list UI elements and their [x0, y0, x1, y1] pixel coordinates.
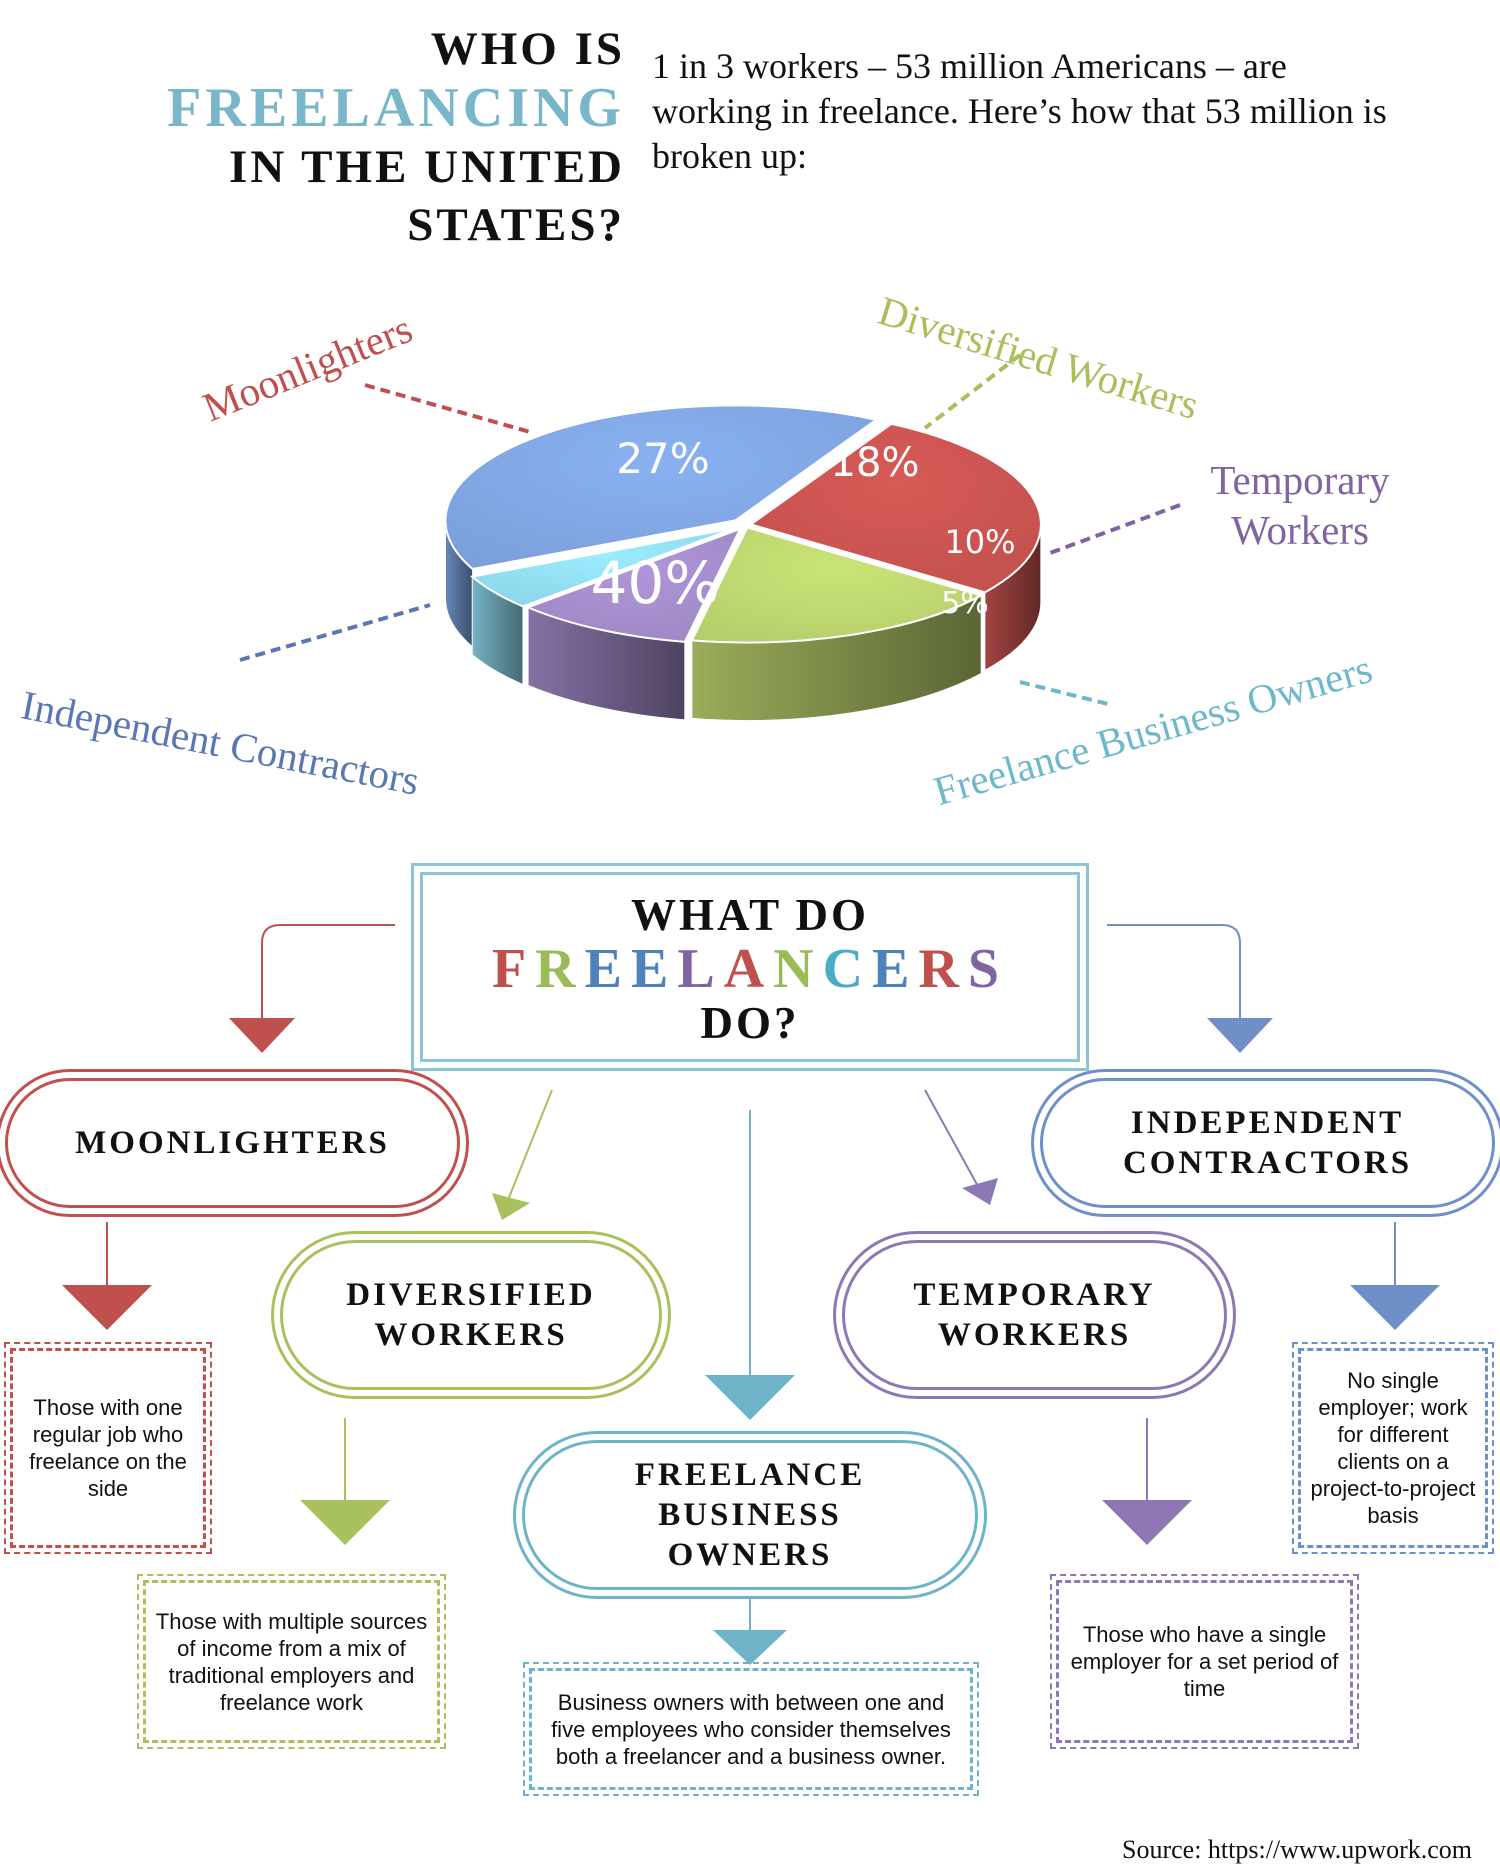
card-moonlighters: Moonlighters — [5, 1078, 460, 1208]
card-diversified-workers: Diversified Workers — [280, 1240, 662, 1390]
desc-freelance-business-owners: Business owners with between one and fiv… — [523, 1662, 979, 1796]
hub-letter: A — [723, 938, 774, 1000]
hub-letter: N — [773, 938, 823, 1000]
connector-line — [507, 1089, 553, 1201]
arrowhead — [62, 1285, 152, 1330]
hub-letter: C — [822, 938, 873, 1000]
title-line-3: in the United — [229, 141, 625, 193]
hub-letter: R — [918, 938, 968, 1000]
pie-slice — [469, 527, 736, 608]
connector-line — [1107, 924, 1241, 1018]
source-credit: Source: https://www.upwork.com — [1122, 1835, 1472, 1864]
callout-temporary-workers: Temporary Workers — [1210, 457, 1390, 553]
pie-leader-line — [1019, 680, 1113, 707]
hub-letter: E — [584, 938, 631, 1000]
hub-letter: E — [872, 938, 919, 1000]
arrowhead — [1102, 1500, 1192, 1545]
arrowhead — [1207, 1018, 1273, 1053]
hub-line-1: What do — [630, 890, 870, 940]
hub-line-3: do? — [700, 998, 800, 1048]
intro-text: 1 in 3 workers – 53 million Americans – … — [652, 46, 1387, 176]
title-accent: Freelancing — [167, 77, 625, 139]
arrowhead — [492, 1193, 530, 1220]
arrowhead — [713, 1630, 787, 1665]
pie-leader-line — [239, 603, 431, 662]
pie-leader-line — [364, 383, 531, 434]
desc-temporary-workers: Those who have a single employer for a s… — [1050, 1574, 1359, 1749]
hub-letter: F — [491, 938, 536, 1000]
pie-value-label: 18% — [831, 440, 920, 486]
card-temporary-workers: Temporary Workers — [842, 1240, 1227, 1390]
hub-letter: S — [967, 938, 1009, 1000]
hub-line-2: FREELANCERS — [423, 941, 1077, 997]
pie-slice — [690, 526, 984, 644]
pie-chart: 40% 27% 18% 10% 5% — [239, 353, 1181, 722]
connector-line — [261, 924, 395, 1018]
pie-slice — [748, 422, 1042, 594]
desc-independent-contractors: No single employer; work for different c… — [1292, 1342, 1494, 1554]
pie-slice — [444, 404, 879, 571]
pie-value-label: 40% — [591, 549, 720, 617]
connector-line — [924, 1089, 981, 1191]
title-line-1: Who is — [430, 23, 625, 75]
desc-diversified-workers: Those with multiple sources of income fr… — [137, 1574, 446, 1749]
arrowhead — [962, 1178, 998, 1205]
hub-letter: R — [535, 938, 585, 1000]
arrowhead — [1350, 1285, 1440, 1330]
desc-moonlighters: Those with one regular job who freelance… — [4, 1342, 212, 1554]
hub-letter: E — [630, 938, 678, 1000]
pie-slice — [525, 527, 743, 643]
page-title: Who is Freelancing in the United States? — [60, 20, 625, 254]
arrowhead — [705, 1375, 795, 1420]
card-independent-contractors: Independent Contractors — [1040, 1078, 1495, 1208]
arrowhead — [300, 1500, 390, 1545]
pie-value-label: 10% — [944, 523, 1015, 561]
card-freelance-business-owners: Freelance Business Owners — [522, 1440, 978, 1590]
arrowhead — [229, 1018, 295, 1053]
pie-leader-line — [1049, 503, 1181, 555]
pie-leader-line — [923, 353, 1022, 430]
pie-value-label: 27% — [616, 434, 709, 483]
pie-value-label: 5% — [941, 586, 989, 621]
hub-letter: L — [677, 938, 724, 1000]
title-line-4: States? — [407, 199, 625, 251]
flow-connectors — [62, 924, 1440, 1665]
hub-box: What do FREELANCERS do? — [411, 863, 1089, 1071]
